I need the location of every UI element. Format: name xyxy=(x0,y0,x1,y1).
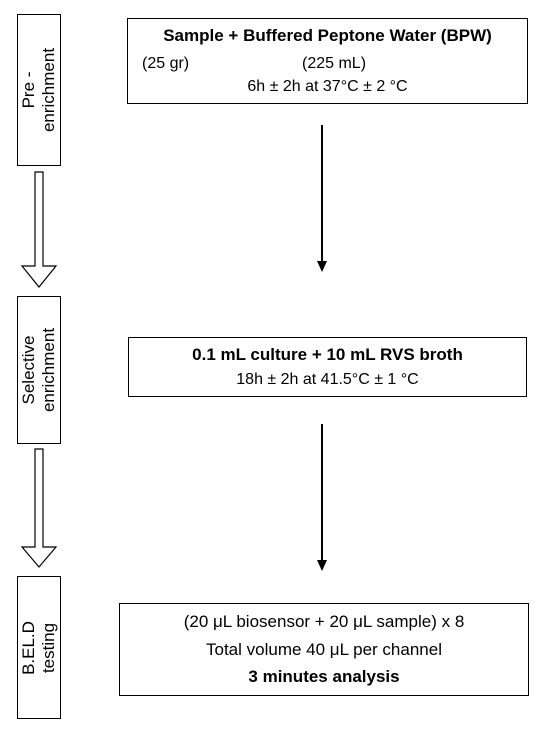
step1-conditions: 6h ± 2h at 37°C ± 2 °C xyxy=(247,78,408,95)
flow-arrow-1-head xyxy=(317,261,327,272)
step1-title: Sample + Buffered Peptone Water (BPW) xyxy=(163,26,492,45)
hollow-arrow-1 xyxy=(20,171,58,288)
stage-box-selective-enrichment: Selective enrichment xyxy=(17,296,61,444)
stage-label-line: B.EL.D xyxy=(19,620,38,675)
stage-label-beld-testing: B.EL.D testing xyxy=(19,621,59,675)
stage-label-line: enrichment xyxy=(39,327,58,413)
stage-label-line: testing xyxy=(39,622,58,673)
stage-label-selective-enrichment: Selective enrichment xyxy=(19,328,59,412)
stage-label-line: enrichment xyxy=(39,47,58,133)
stage-label-pre-enrichment: Pre - enrichment xyxy=(19,48,59,132)
stage-label-line: Pre - xyxy=(19,71,38,109)
step2-title: 0.1 mL culture + 10 mL RVS broth xyxy=(192,345,463,364)
flow-arrow-2-head xyxy=(317,560,327,571)
step3-line3: 3 minutes analysis xyxy=(248,667,400,686)
stage-label-line: Selective xyxy=(19,335,38,405)
process-box-selective-enrichment: 0.1 mL culture + 10 mL RVS broth 18h ± 2… xyxy=(128,337,527,397)
stage-box-beld-testing: B.EL.D testing xyxy=(17,576,61,719)
step1-qty-sample: (25 gr) xyxy=(142,55,190,72)
step1-qty-bpw: (225 mL) xyxy=(302,55,367,72)
stage-box-pre-enrichment: Pre - enrichment xyxy=(17,14,61,166)
step3-line1: (20 μL biosensor + 20 μL sample) x 8 xyxy=(183,612,465,631)
step3-line2: Total volume 40 μL per channel xyxy=(206,640,442,659)
process-box-beld-testing: (20 μL biosensor + 20 μL sample) x 8 Tot… xyxy=(119,603,529,696)
hollow-arrow-2 xyxy=(20,448,58,568)
step2-conditions: 18h ± 2h at 41.5°C ± 1 °C xyxy=(236,371,419,388)
process-box-pre-enrichment: Sample + Buffered Peptone Water (BPW) (2… xyxy=(127,18,528,104)
